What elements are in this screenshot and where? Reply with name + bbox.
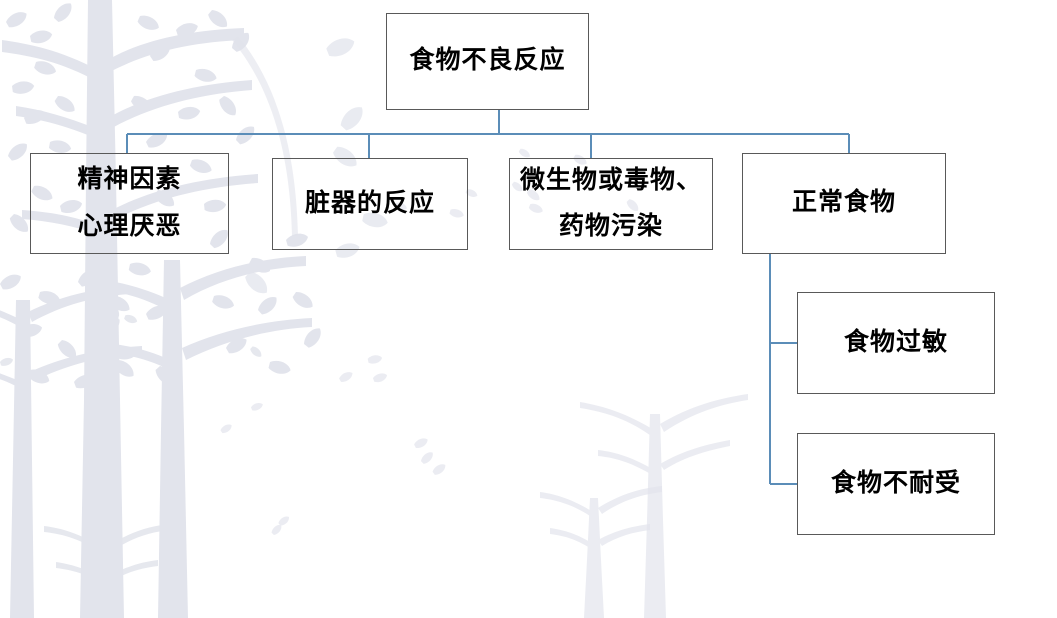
node-branch-1-label-line-1: 精神因素 [77,166,182,194]
node-root-label: 食物不良反应 [409,47,566,75]
node-branch-3-label-line-1: 微生物或毒物、 [519,166,702,194]
node-branch-1[interactable]: 精神因素 心理厌恶 [30,153,229,254]
node-branch-4[interactable]: 正常食物 [742,153,946,254]
node-root[interactable]: 食物不良反应 [386,13,589,110]
node-branch-2[interactable]: 脏器的反应 [272,158,468,250]
node-leaf-1-label: 食物过敏 [843,328,948,356]
node-branch-3[interactable]: 微生物或毒物、 药物污染 [509,158,713,250]
node-leaf-2[interactable]: 食物不耐受 [797,433,995,535]
node-branch-4-label: 正常食物 [791,189,896,217]
node-branch-2-label: 脏器的反应 [304,189,435,217]
node-branch-3-label-line-2: 药物污染 [558,213,663,240]
node-leaf-1[interactable]: 食物过敏 [797,292,995,394]
node-branch-1-label-line-2: 心理厌恶 [77,212,182,240]
node-leaf-2-label: 食物不耐受 [830,469,961,497]
